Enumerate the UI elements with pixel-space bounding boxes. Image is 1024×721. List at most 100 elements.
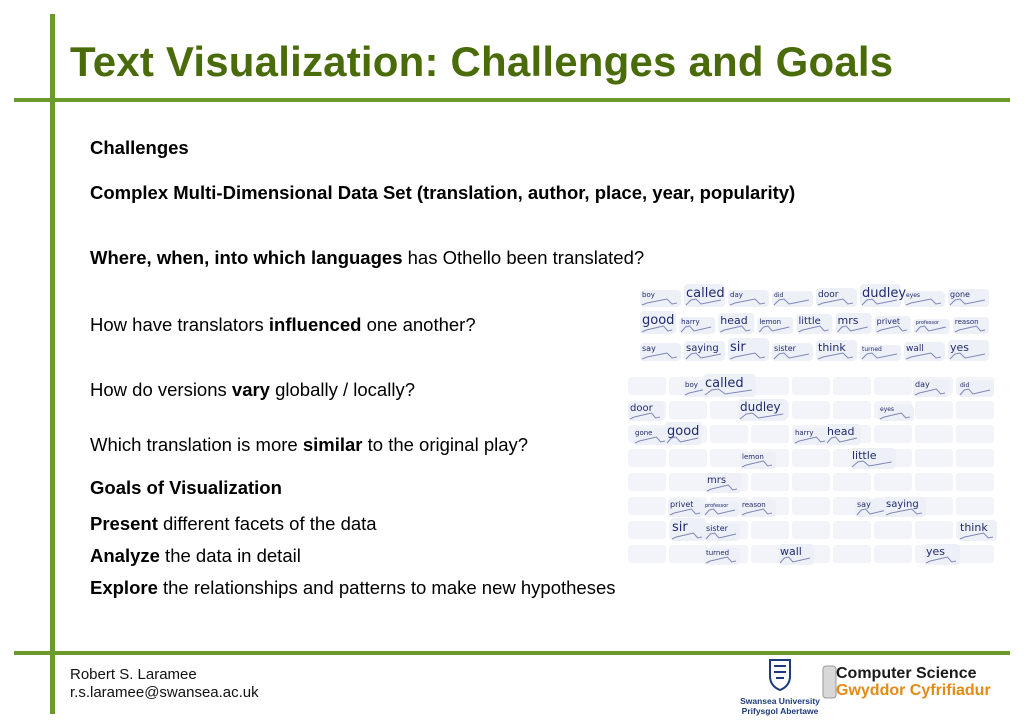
- sparkline: [925, 556, 957, 564]
- question-vary-post: globally / locally?: [269, 379, 415, 400]
- sparkline: [741, 460, 773, 468]
- word-cell-good: good: [665, 422, 703, 445]
- grid-cell: [669, 401, 707, 419]
- sparkline: [706, 484, 738, 492]
- sparkline: [685, 298, 722, 306]
- footer-divider-bar: [14, 651, 1010, 655]
- word-cell-privet: privet: [874, 316, 911, 334]
- grid-cell: [628, 545, 666, 563]
- grid-cell: [915, 401, 953, 419]
- word-label: professor: [916, 320, 940, 326]
- grid-cell: [833, 401, 871, 419]
- word-label: say: [857, 500, 871, 509]
- grid-cell: [956, 545, 994, 563]
- sparkline: [669, 508, 701, 516]
- grid-cell: [751, 521, 789, 539]
- sparkline: [851, 460, 892, 468]
- word-label: mrs: [838, 314, 859, 327]
- grid-cell: [915, 521, 953, 539]
- word-cell-did: did: [772, 291, 813, 307]
- word-cell-lemon: lemon: [740, 452, 776, 469]
- word-label: door: [818, 290, 839, 300]
- swansea-line2: Prifysgol Abertawe: [742, 706, 819, 716]
- grid-cell: [628, 497, 666, 515]
- word-cell-gone: gone: [948, 289, 989, 307]
- word-cell-yes: yes: [924, 544, 960, 565]
- grid-cell: [874, 545, 912, 563]
- word-cell-think: think: [816, 340, 857, 361]
- question-similar-post: to the original play?: [362, 434, 529, 455]
- word-cell-wall: wall: [778, 544, 814, 565]
- question-vary-bold: vary: [231, 379, 270, 400]
- sparkline: [798, 325, 829, 333]
- word-label: lemon: [742, 453, 764, 461]
- goal-present: Present different facets of the data: [90, 513, 377, 535]
- word-label: head: [720, 314, 747, 327]
- question-similar-bold: similar: [302, 434, 363, 455]
- word-cell-head: head: [825, 424, 861, 445]
- swansea-university-logo: Swansea University Prifysgol Abertawe: [736, 656, 824, 716]
- sparkline: [704, 388, 752, 396]
- grid-cell: [874, 473, 912, 491]
- word-cell-boy: boy: [640, 290, 681, 307]
- sparkline: [861, 352, 898, 360]
- sparkline: [705, 556, 737, 564]
- word-label: wall: [780, 545, 802, 558]
- word-cell-dudley: dudley: [860, 284, 906, 307]
- word-cell-mrs: mrs: [835, 313, 872, 334]
- grid-cell: [915, 449, 953, 467]
- goal-explore-rest: the relationships and patterns to make n…: [157, 577, 616, 598]
- word-cell-harry: harry: [793, 428, 829, 445]
- grid-cell: [628, 449, 666, 467]
- word-cell-saying: saying: [884, 497, 926, 517]
- sparkline: [817, 298, 854, 306]
- grid-cell: [874, 377, 912, 395]
- goal-present-bold: Present: [90, 513, 158, 534]
- word-label: saying: [686, 343, 719, 354]
- word-label: little: [852, 449, 877, 462]
- word-label: think: [960, 521, 988, 534]
- word-label: day: [730, 291, 743, 299]
- sparkline: [837, 325, 868, 333]
- sparkline: [729, 298, 766, 306]
- sparkline: [685, 352, 722, 360]
- question-vary: How do versions vary globally / locally?: [90, 379, 415, 401]
- sparkline: [720, 325, 751, 333]
- sparkline: [959, 532, 994, 540]
- goals-heading: Goals of Visualization: [90, 477, 282, 498]
- word-cell-professor: professor: [913, 319, 950, 334]
- word-label: reason: [955, 318, 979, 326]
- word-label: reason: [742, 501, 766, 509]
- word-label: privet: [670, 500, 693, 509]
- question-similar: Which translation is more similar to the…: [90, 434, 528, 456]
- complex-data-line: Complex Multi-Dimensional Data Set (tran…: [90, 182, 796, 203]
- grid-cell: [956, 497, 994, 515]
- swansea-line1: Swansea University: [740, 696, 820, 706]
- word-label: sister: [774, 344, 797, 353]
- word-label: yes: [926, 545, 945, 558]
- grid-cell: [956, 473, 994, 491]
- word-label: mrs: [707, 475, 726, 486]
- sparkline: [817, 352, 854, 360]
- sparkline: [794, 436, 826, 444]
- question-vary-pre: How do versions: [90, 379, 232, 400]
- word-cell-did: did: [958, 381, 994, 397]
- grid-cell: [833, 473, 871, 491]
- word-cell-eyes: eyes: [904, 291, 945, 307]
- word-cell-door: door: [628, 401, 664, 421]
- grid-cell: [710, 425, 748, 443]
- word-label: harry: [681, 318, 700, 326]
- word-cell-yes: yes: [948, 340, 989, 361]
- word-label: sister: [706, 524, 729, 533]
- word-cell-sir: sir: [728, 338, 769, 361]
- grid-cell: [833, 521, 871, 539]
- word-label: good: [667, 424, 699, 439]
- word-label: gone: [635, 429, 652, 437]
- word-cell-called: called: [703, 374, 756, 397]
- word-cell-professor: professor: [703, 502, 739, 517]
- sparkline: [705, 532, 737, 540]
- word-cell-sister: sister: [704, 523, 740, 541]
- word-label: say: [642, 344, 656, 353]
